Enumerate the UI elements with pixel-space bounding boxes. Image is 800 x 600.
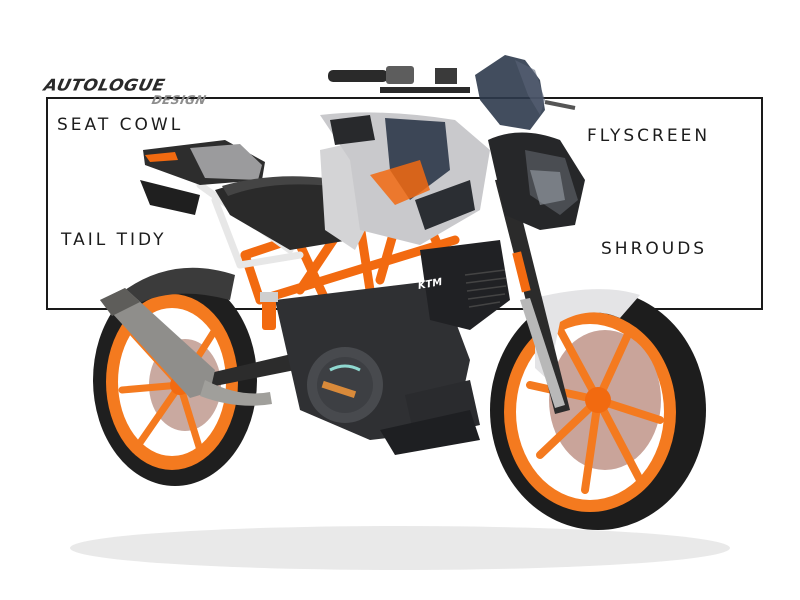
label-tail-tidy: TAIL TIDY: [61, 230, 167, 250]
ground-shadow: [70, 526, 730, 570]
radiator-fins: [464, 269, 507, 308]
headlight: [488, 132, 585, 230]
label-shrouds: SHROUDS: [601, 239, 708, 259]
exhaust: [100, 288, 272, 406]
tail-tidy: [140, 180, 200, 215]
brand-subtitle: DESIGN: [150, 93, 208, 107]
front-forks: [495, 178, 570, 414]
rear-shock: [262, 300, 276, 330]
front-wheel: [490, 290, 706, 530]
rear-hugger: [125, 267, 235, 305]
handlebars: [328, 66, 576, 110]
label-seat-cowl: SEAT COWL: [57, 115, 184, 135]
autologue-design-logo: AUTOLOGUE DESIGN: [42, 76, 236, 110]
radiator-shroud: [420, 240, 510, 330]
ktm-logo: KTM: [417, 277, 443, 292]
bellypan: [380, 410, 480, 455]
seat-cowl: [143, 140, 265, 185]
label-flyscreen: FLYSCREEN: [587, 126, 711, 146]
fuel-tank: [320, 112, 490, 245]
front-fender: [535, 289, 640, 380]
brand-name: AUTOLOGUE: [41, 76, 167, 95]
